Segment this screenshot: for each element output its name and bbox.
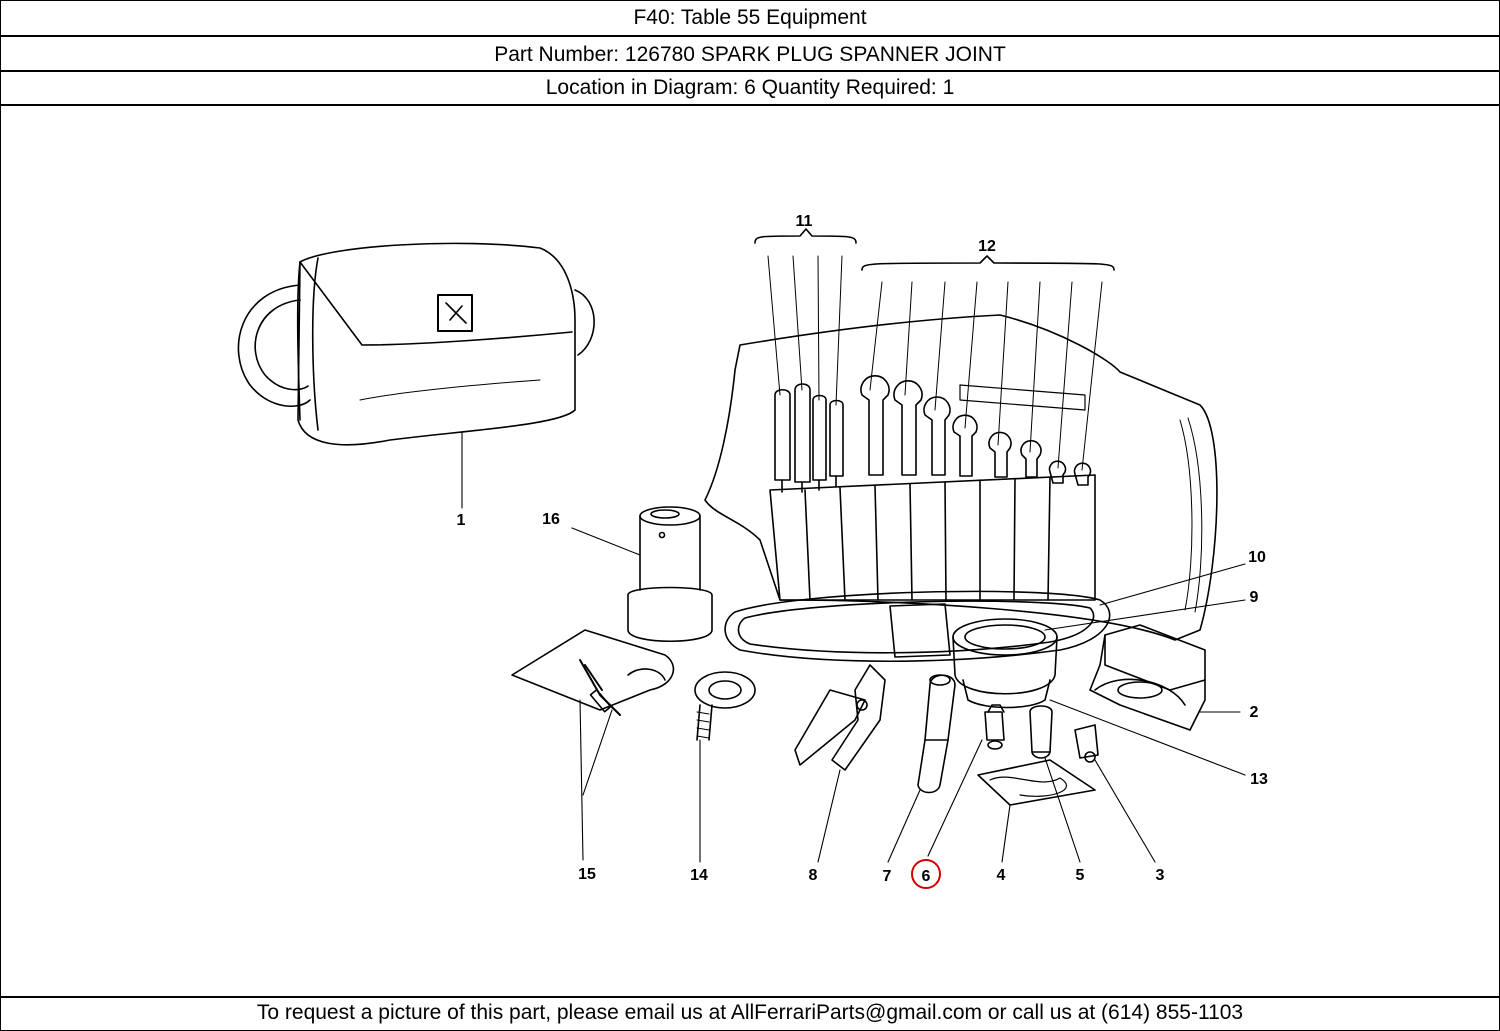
part-number-line: Part Number: 126780 SPARK PLUG SPANNER J… [494,43,1006,66]
divider [0,996,1500,998]
label-9: 9 [1250,589,1259,606]
wrenches-illustration [860,375,1092,486]
label-11: 11 [796,213,813,230]
label-13: 13 [1250,771,1268,788]
bit-3-illustration [1074,724,1099,763]
glasses-case-illustration [1089,624,1206,731]
spark-plug-pouch-illustration [511,629,675,716]
spark-plug-spanner-joint-illustration [984,704,1005,750]
divider [0,35,1500,37]
label-15: 15 [578,866,596,883]
socket-5-illustration [1029,705,1053,759]
belt-illustration [724,590,1111,663]
tool-roll-illustration [704,314,1218,641]
label-4: 4 [997,867,1006,884]
pliers-illustration [794,664,886,771]
divider [0,70,1500,72]
label-14: 14 [690,867,708,884]
brace-12 [861,255,1115,271]
label-2: 2 [1250,704,1259,721]
brace-11 [754,228,857,244]
label-6: 6 [922,868,931,885]
cloth-cord-illustration [977,759,1096,806]
screwdrivers-illustration [774,383,844,493]
label-12: 12 [978,238,996,255]
eye-bolt-illustration [694,671,756,741]
canister-illustration [952,618,1058,709]
label-1: 1 [457,512,466,529]
label-8: 8 [809,867,818,884]
callout-labels: 1 2 3 4 5 6 7 8 9 10 11 12 13 14 15 16 [457,213,1268,885]
label-10: 10 [1248,549,1266,566]
highlight-circle [911,859,941,889]
leader-lines [461,431,1246,863]
tool-bag-illustration [237,242,595,446]
label-3: 3 [1156,867,1165,884]
spanner-handle-illustration [917,674,956,794]
divider [0,104,1500,106]
location-line: Location in Diagram: 6 Quantity Required… [545,76,955,99]
footer-contact-text: To request a picture of this part, pleas… [256,1001,1244,1024]
exploded-parts-diagram: 1 2 3 4 5 6 7 8 9 10 11 12 13 14 15 16 [237,213,1268,889]
label-16: 16 [542,511,560,528]
page-title: F40: Table 55 Equipment [633,6,867,29]
label-5: 5 [1076,867,1085,884]
socket-illustration [627,506,713,642]
label-7: 7 [883,868,892,885]
